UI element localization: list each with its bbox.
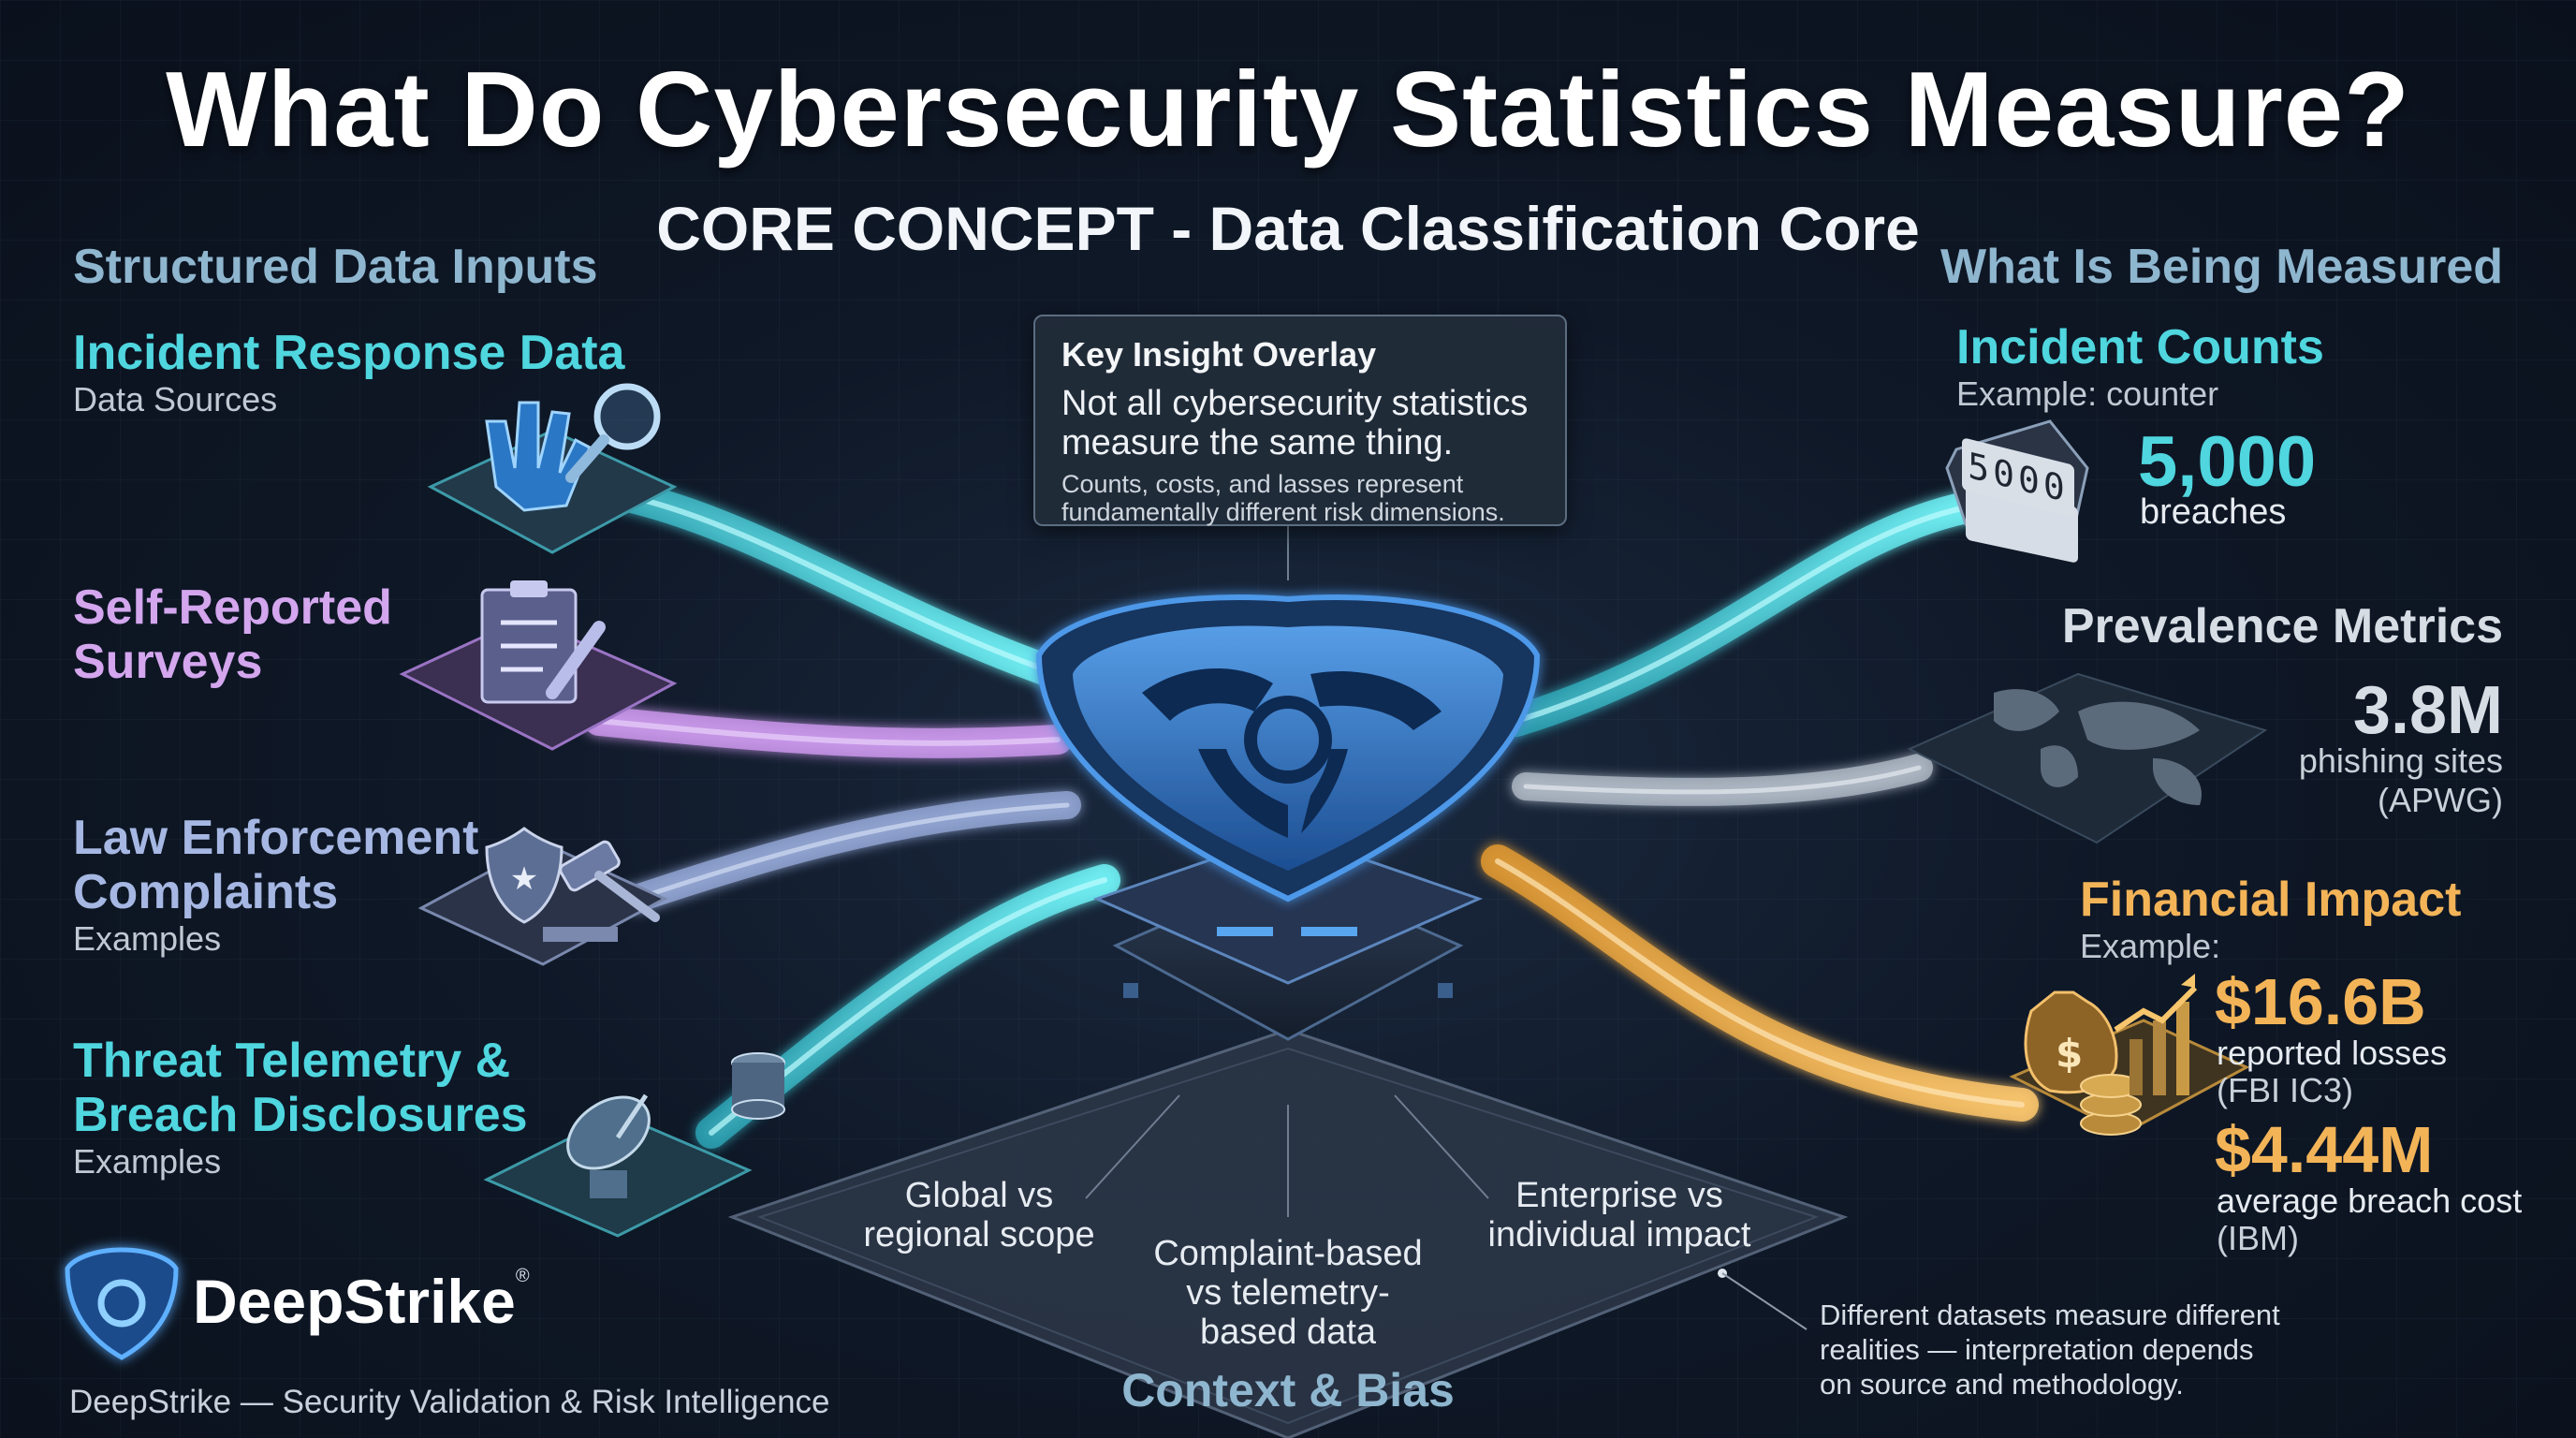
label-line: vs telemetry- <box>1186 1273 1390 1313</box>
world-map-icon <box>1907 672 2268 844</box>
clipboard-icon <box>480 580 578 704</box>
svg-text:★: ★ <box>510 860 538 898</box>
item-title-line2: Surveys <box>73 635 263 689</box>
item-sub: Examples <box>73 919 222 958</box>
item-sub: Data Sources <box>73 380 278 418</box>
badge-icon: ★ <box>485 827 564 924</box>
label-line: regional scope <box>863 1215 1095 1255</box>
prevalence-value: 3.8M <box>2352 673 2503 748</box>
money-bag-icon: $ <box>2024 990 2118 1094</box>
label-line: Enterprise vs <box>1515 1176 1723 1215</box>
satellite-dish-icon <box>566 1093 651 1198</box>
item-title: Financial Impact <box>2080 873 2462 927</box>
left-section-heading: Structured Data Inputs <box>73 240 598 294</box>
label-line: Global vs <box>904 1176 1054 1215</box>
item-title-line2: Complaints <box>73 865 339 919</box>
pencil-icon <box>546 621 606 699</box>
brand-registered-mark: ® <box>515 1266 530 1286</box>
right-item-financial-impact: Financial Impact Example: <box>2080 873 2461 966</box>
right-item-incident-counts: Incident Counts Example: counter <box>1956 320 2324 414</box>
insight-small: Counts, costs, and lasses represent fund… <box>1061 470 1505 526</box>
page-subtitle: CORE CONCEPT - Data Classification Core <box>656 194 1920 263</box>
item-title-line1: Threat Telemetry & <box>73 1034 511 1088</box>
insight-main: Not all cybersecurity statistics measure… <box>1061 384 1529 462</box>
core-base <box>1092 831 1484 1041</box>
note-pointer <box>1718 1269 1808 1330</box>
left-item-threat-telemetry: Threat Telemetry & Breach Disclosures Ex… <box>73 1034 528 1181</box>
brand-wordmark: DeepStrike® <box>193 1266 530 1337</box>
item-title: Prevalence Metrics <box>2061 599 2503 653</box>
item-title: Incident Response Data <box>73 326 625 380</box>
financial-source-1: (FBI IC3) <box>2217 1071 2354 1109</box>
context-platform <box>727 1028 1849 1438</box>
gavel-icon <box>543 840 660 942</box>
item-sub: Examples <box>73 1142 222 1181</box>
platform-caption: Context & Bias <box>1121 1364 1455 1416</box>
note-line: on source and methodology. <box>1820 1368 2184 1401</box>
insight-heading: Key Insight Overlay <box>1061 335 1377 374</box>
methodology-note: Different datasets measure different rea… <box>1820 1298 2280 1401</box>
label-line: individual impact <box>1487 1215 1751 1255</box>
shield-core-icon <box>1035 594 1541 902</box>
platform-label-impact: Enterprise vs individual impact <box>1460 1176 1778 1255</box>
financial-value-1: $16.6B <box>2215 965 2426 1038</box>
financial-unit-1: reported losses <box>2217 1034 2448 1072</box>
prevalence-unit: phishing sites <box>2298 741 2503 780</box>
platform-label-data-type: Complaint-based vs telemetry- based data <box>1129 1234 1447 1352</box>
left-item-incident-response: Incident Response Data Data Sources <box>73 326 624 419</box>
growth-chart-icon <box>2114 974 2198 1095</box>
financial-source-2: (IBM) <box>2217 1219 2299 1257</box>
footer-tagline: DeepStrike — Security Validation & Risk … <box>69 1384 830 1420</box>
glove-icon <box>485 401 592 512</box>
right-data-streams <box>1481 490 2039 1122</box>
coin-stack-icon <box>2080 1074 2142 1136</box>
database-icon <box>731 1052 785 1120</box>
platform-label-scope: Global vs regional scope <box>829 1176 1129 1255</box>
incident-count-unit: breaches <box>2140 492 2287 532</box>
right-section-heading: What Is Being Measured <box>1940 240 2503 294</box>
page-title: What Do Cybersecurity Statistics Measure… <box>166 51 2410 169</box>
brand-name: DeepStrike <box>193 1267 516 1336</box>
magnifier-icon <box>565 383 661 483</box>
incident-count-value: 5,000 <box>2138 422 2317 502</box>
item-title-line1: Self-Reported <box>73 580 392 635</box>
financial-value-2: $4.44M <box>2215 1113 2434 1186</box>
label-line: Complaint-based <box>1153 1234 1423 1273</box>
note-line: Different datasets measure different <box>1820 1299 2280 1331</box>
item-title-line2: Breach Disclosures <box>73 1088 528 1142</box>
left-item-law-enforcement: Law Enforcement Complaints Examples <box>73 811 478 959</box>
key-insight-box: Key Insight Overlay Not all cybersecurit… <box>1033 315 1567 526</box>
deepstrike-logo-icon <box>65 1247 179 1360</box>
item-sub: Example: <box>2080 927 2221 965</box>
item-title: Incident Counts <box>1956 320 2324 374</box>
label-line: based data <box>1199 1313 1377 1352</box>
left-item-self-reported-surveys: Self-Reported Surveys <box>73 580 392 689</box>
item-sub: Example: counter <box>1956 374 2219 413</box>
note-line: realities — interpretation depends <box>1820 1333 2254 1366</box>
financial-unit-2: average breach cost <box>2217 1181 2523 1220</box>
item-title-line1: Law Enforcement <box>73 811 479 865</box>
prevalence-source: (APWG) <box>2378 781 2503 819</box>
left-data-streams <box>508 466 1120 1149</box>
svg-text:$: $ <box>2056 1031 2083 1077</box>
right-item-prevalence: Prevalence Metrics <box>2062 599 2503 653</box>
